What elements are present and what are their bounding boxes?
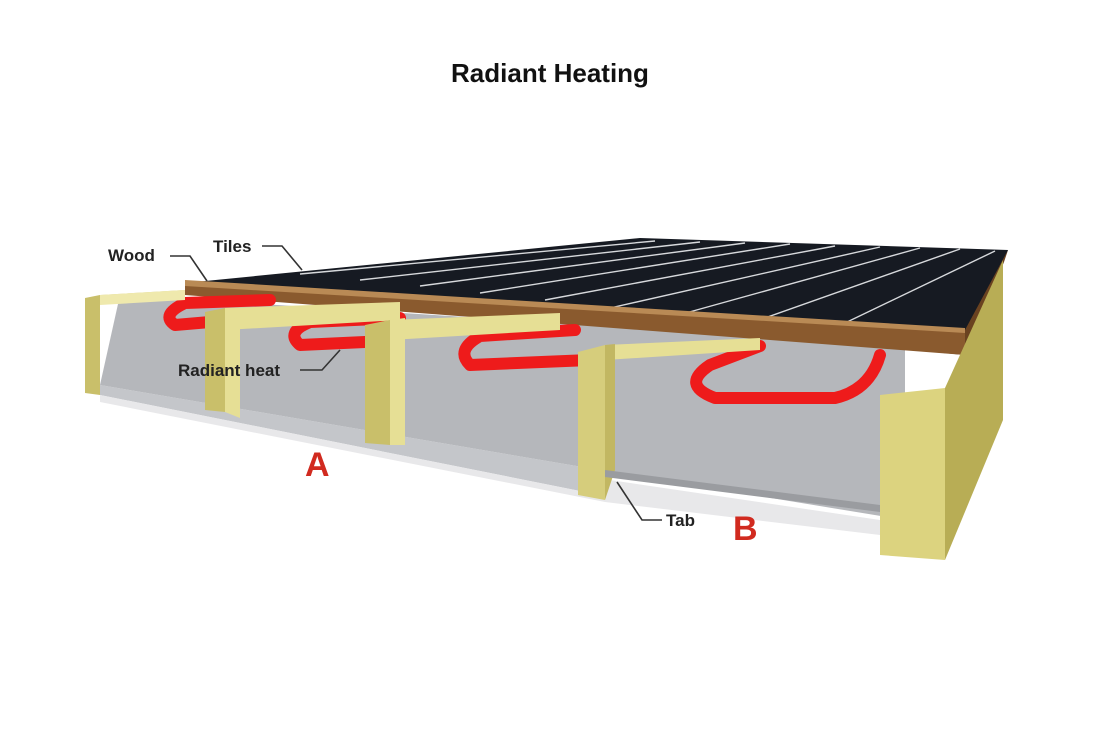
pipe-loop-1 xyxy=(163,294,276,331)
pipe-loop-3 xyxy=(458,324,596,371)
ceiling-panel-a xyxy=(100,385,600,495)
joist-4 xyxy=(578,345,605,500)
joists xyxy=(85,260,1003,560)
joist-5 xyxy=(880,388,945,560)
page-title: Radiant Heating xyxy=(451,58,649,88)
wood-layer xyxy=(185,283,965,355)
radiant-heat-leader xyxy=(300,349,341,371)
tab-label: Tab xyxy=(666,511,695,530)
tiles-leader xyxy=(262,245,303,271)
ceiling-edge xyxy=(100,395,880,535)
tab-leader xyxy=(616,481,662,521)
joist-2 xyxy=(205,308,225,412)
section-a-label: A xyxy=(305,446,330,484)
wood-label: Wood xyxy=(108,246,155,265)
radiant-heat-label: Radiant heat xyxy=(178,361,280,380)
wood-leader xyxy=(170,255,208,282)
leader-lines xyxy=(170,245,662,521)
tile-grout-lines xyxy=(299,240,996,336)
tiles-label: Tiles xyxy=(213,237,251,256)
section-b-label: B xyxy=(733,510,758,548)
pipe-loop-4 xyxy=(690,340,886,404)
wood-top-edge xyxy=(185,280,965,333)
joist-3 xyxy=(365,320,390,445)
tab-detail xyxy=(605,470,880,512)
joist-1 xyxy=(85,295,100,395)
